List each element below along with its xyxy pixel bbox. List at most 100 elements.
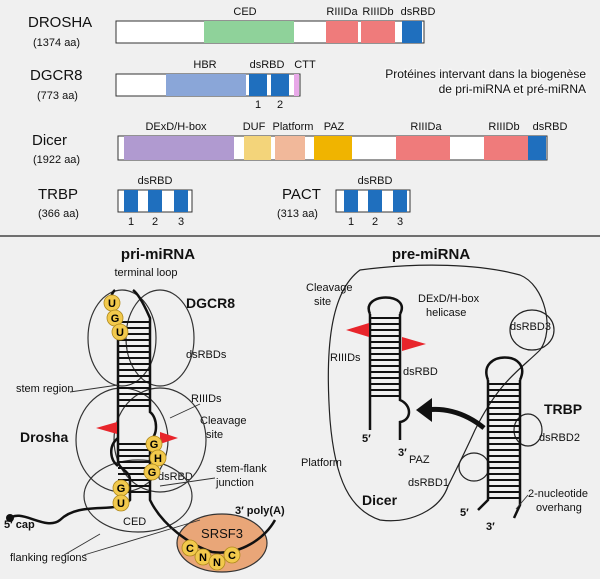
pri-cap-label: 5′ cap xyxy=(4,519,35,531)
drosha-dsrbd-domain xyxy=(402,21,422,43)
pact-num-2: 2 xyxy=(372,216,378,228)
pri-stem-flank-line-2: junction xyxy=(215,477,254,489)
pre-trbp-5-label: 5′ xyxy=(460,507,469,519)
pri-cleavage-arrow-left xyxy=(96,422,117,434)
pri-cnnc-nt-letter: N xyxy=(199,552,207,564)
pre-overhang-line-2: overhang xyxy=(536,502,582,514)
pre-dicer-loop xyxy=(367,296,404,315)
pre-dsrbd-label: dsRBD xyxy=(403,366,438,378)
drosha-riiidb-domain xyxy=(361,21,395,43)
dicer-length: (1922 aa) xyxy=(33,154,80,166)
drosha-riiida-domain xyxy=(326,21,358,43)
pri-polya-label: 3′ poly(A) xyxy=(235,505,285,517)
pri-cleavage-nucleotides: GHG xyxy=(143,435,167,481)
pri-cleavage-arrow-right xyxy=(160,432,178,444)
pact-dsrbd3-domain xyxy=(393,190,407,212)
pri-flanking-label: flanking regions xyxy=(10,552,88,564)
pri-dsrbds-label: dsRBDs xyxy=(186,349,227,361)
pri-ced-outline xyxy=(83,459,193,533)
pri-stem-leader xyxy=(69,384,119,393)
pre-dsrbd3-circle xyxy=(509,309,555,351)
pact-dsrbd2-domain xyxy=(368,190,382,212)
pri-loop-nucleotides: UGU xyxy=(103,294,129,341)
dgcr8-hbr-label: HBR xyxy=(193,59,216,71)
pre-dsrbd1-label: dsRBD1 xyxy=(408,477,449,489)
pri-stem-region-label: stem region xyxy=(16,383,73,395)
trbp-num-3: 3 xyxy=(178,216,184,228)
pri-riiids-label: RIIIDs xyxy=(191,393,222,405)
pre-cleavage-line-2: site xyxy=(314,296,331,308)
pre-helicase-line-2: helicase xyxy=(426,307,466,319)
drosha-ced-label: CED xyxy=(233,6,256,18)
pri-dgcr8-label: DGCR8 xyxy=(186,295,235,311)
dicer-platform-domain xyxy=(275,136,305,160)
dicer-dexd-domain xyxy=(124,136,234,160)
pri-cleave-nt-badge xyxy=(143,463,161,481)
pre-dicer-label: Dicer xyxy=(362,492,398,508)
pri-stem-flank-line-1: stem-flank xyxy=(216,463,267,475)
pri-flank-nt-badge xyxy=(112,494,130,512)
dgcr8-dsrbd1-domain xyxy=(249,74,267,96)
pre-title: pre-miRNA xyxy=(392,246,471,263)
pri-terminal-loop-label: terminal loop xyxy=(115,267,178,279)
pri-loop-nt-letter: U xyxy=(116,327,124,339)
pre-dsrbd2-circle xyxy=(513,413,543,447)
dgcr8-name: DGCR8 xyxy=(30,67,83,84)
dicer-paz-label: PAZ xyxy=(324,121,345,133)
pact-dsrbd1-domain xyxy=(344,190,358,212)
trbp-name: TRBP xyxy=(38,186,78,203)
pact-dsrbd-label: dsRBD xyxy=(358,175,393,187)
pri-cap-dot xyxy=(6,514,14,522)
pri-flank-nt-letter: G xyxy=(117,483,126,495)
caption-halo-2: de pri-miRNA et pré-miRNA xyxy=(439,82,586,96)
pre-trbp-loop xyxy=(485,356,524,381)
drosha-length: (1374 aa) xyxy=(33,37,80,49)
pri-cnnc-nt-letter: C xyxy=(186,543,194,555)
pri-cnnc-nt-letter: N xyxy=(213,557,221,569)
pri-cnnc-nt-badge xyxy=(223,546,241,564)
pact-length: (313 aa) xyxy=(277,208,318,220)
dgcr8-num-2: 2 xyxy=(277,99,283,111)
pri-dgcr8-lobe-right xyxy=(125,289,195,387)
pri-srsf3-label: SRSF3 xyxy=(201,526,243,541)
pri-title: pri-miRNA xyxy=(121,246,195,263)
pri-cnnc-nt-badge xyxy=(208,553,226,571)
pri-cleave-nt-letter: G xyxy=(148,467,157,479)
caption-line-1: Protéines intervant dans la biogenèse xyxy=(385,67,586,81)
pri-riiids-leader xyxy=(169,403,201,419)
pri-mirna-diagram: pri-miRNA terminal loop DGCR8 dsRBDs ste… xyxy=(4,246,285,573)
dicer-dexd-label: DExD/H-box xyxy=(145,121,207,133)
pre-dsrbd2-label: dsRBD2 xyxy=(539,432,580,444)
dicer-name: Dicer xyxy=(32,132,67,149)
pri-loop-nt-letter: G xyxy=(111,313,120,325)
pact-num-3: 3 xyxy=(397,216,403,228)
dicer-duf-label: DUF xyxy=(243,121,266,133)
pri-stemflank-leader xyxy=(159,477,216,487)
trbp-dsrbd2-domain xyxy=(148,190,162,212)
pri-drosha-label: Drosha xyxy=(20,429,68,445)
pre-overhang-leader xyxy=(515,494,529,510)
dgcr8-dsrbd2-domain xyxy=(271,74,289,96)
pri-dgcr8-lobe-left xyxy=(87,289,157,387)
pri-cleavage-line-2: site xyxy=(206,429,223,441)
pre-helicase-line-1: DExD/H-box xyxy=(418,293,480,305)
caption-halo-1: Protéines intervant dans la biogenèse xyxy=(385,67,586,81)
pre-dsrbd1-circle xyxy=(458,452,490,482)
dicer-dsrbd-label: dsRBD xyxy=(533,121,568,133)
pre-dicer-basepairs xyxy=(370,317,400,397)
pri-cleave-nt-letter: G xyxy=(150,439,159,451)
pri-loop-nt-badge xyxy=(111,323,129,341)
pri-cnnc-nt-letter: C xyxy=(228,550,236,562)
caption-line-2: de pri-miRNA et pré-miRNA xyxy=(439,82,586,96)
pri-flank-leader-1 xyxy=(63,533,101,556)
pre-paz-label: PAZ xyxy=(409,454,430,466)
dgcr8-num-1: 1 xyxy=(255,99,261,111)
trbp-length: (366 aa) xyxy=(38,208,79,220)
dicer-platform-label: Platform xyxy=(273,121,314,133)
